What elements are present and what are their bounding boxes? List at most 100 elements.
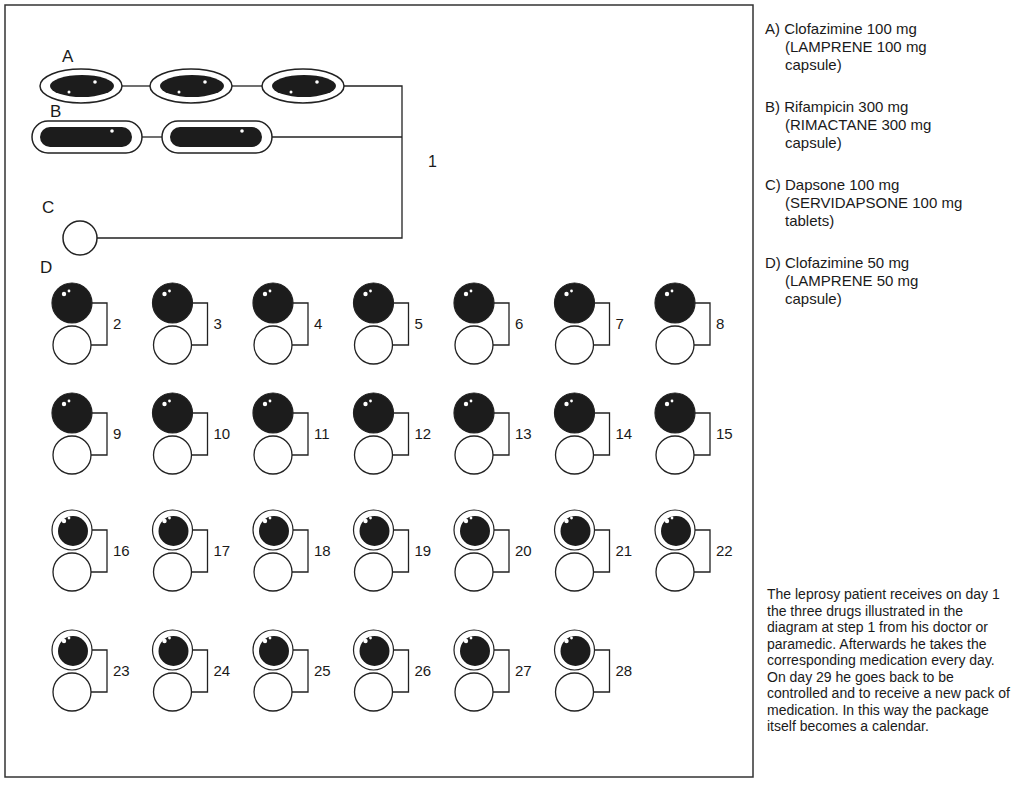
clofazimine-pill: [52, 283, 92, 323]
day-number: 23: [113, 662, 130, 679]
clofazimine-pill: [153, 630, 193, 670]
drug-legend: C) Dapsone 100 mg (SERVIDAPSONE 100 mg t…: [765, 176, 975, 230]
pill-highlight: [470, 637, 473, 640]
clofazimine-pill: [555, 510, 595, 550]
day-bracket: [292, 530, 308, 572]
pill-highlight: [363, 402, 367, 406]
dapsone-tablet: [556, 673, 594, 711]
day-number: 19: [415, 542, 432, 559]
day-bracket: [393, 530, 409, 572]
capsule-link: [232, 85, 262, 86]
capsule-link: [122, 85, 150, 86]
rifampicin-capsule: [32, 121, 142, 153]
day-number: 13: [515, 425, 532, 442]
part-letter: B: [50, 102, 61, 122]
pill-highlight: [570, 400, 573, 403]
part-letter: C: [42, 198, 54, 218]
pill-highlight: [363, 519, 367, 523]
capsule-highlight: [290, 91, 293, 94]
day-number: 7: [616, 315, 624, 332]
clofazimine-pill: [555, 283, 595, 323]
day-number: 20: [515, 542, 532, 559]
pill-highlight: [464, 639, 468, 643]
day-number: 10: [214, 425, 231, 442]
drug-legend: D) Clofazimine 50 mg (LAMPRENE 50 mg cap…: [765, 254, 975, 308]
pill-fill: [259, 636, 289, 666]
pill-highlight: [470, 290, 473, 293]
day-number: 17: [214, 542, 231, 559]
step-bracket: [97, 86, 402, 238]
dapsone-tablet: [254, 553, 292, 591]
clofazimine-pill: [655, 393, 695, 433]
day-bracket: [493, 413, 509, 455]
pill-group: [32, 69, 710, 711]
day-bracket: [594, 530, 610, 572]
day-bracket: [694, 530, 710, 572]
day-number: 5: [415, 315, 423, 332]
clofazimine-pill: [253, 630, 293, 670]
pill-highlight: [162, 519, 166, 523]
pill-highlight: [570, 290, 573, 293]
pill-highlight: [269, 290, 272, 293]
day-bracket: [292, 650, 308, 692]
rifampicin-capsule: [162, 121, 272, 153]
pill-highlight: [263, 292, 267, 296]
pill-highlight: [168, 517, 171, 520]
dapsone-tablet: [455, 436, 493, 474]
pill-highlight: [671, 517, 674, 520]
day-bracket: [493, 530, 509, 572]
day-number: 11: [314, 425, 330, 442]
capsule-highlight: [68, 91, 71, 94]
clofazimine-pill: [655, 283, 695, 323]
drug-legend: B) Rifampicin 300 mg (RIMACTANE 300 mg c…: [765, 98, 975, 152]
step-number: 1: [428, 153, 437, 171]
pill-highlight: [68, 637, 71, 640]
pill-highlight: [464, 519, 468, 523]
dapsone-tablet: [656, 436, 694, 474]
pill-highlight: [369, 517, 372, 520]
pill-highlight: [269, 400, 272, 403]
clofazimine-pill: [454, 283, 494, 323]
pill-highlight: [62, 519, 66, 523]
dapsone-tablet: [656, 326, 694, 364]
day-bracket: [91, 530, 107, 572]
dapsone-tablet: [656, 553, 694, 591]
dapsone-tablet: [53, 553, 91, 591]
dapsone-tablet: [154, 553, 192, 591]
dapsone-tablet: [355, 553, 393, 591]
clofazimine-pill: [454, 630, 494, 670]
day-number: 14: [616, 425, 633, 442]
day-number: 26: [415, 662, 432, 679]
day-number: 22: [716, 542, 733, 559]
pill-highlight: [470, 517, 473, 520]
dapsone-tablet: [154, 326, 192, 364]
dapsone-tablet: [53, 673, 91, 711]
pill-highlight: [564, 519, 568, 523]
pill-highlight: [68, 400, 71, 403]
dapsone-tablet: [254, 326, 292, 364]
pill-highlight: [263, 402, 267, 406]
pill-highlight: [162, 639, 166, 643]
pill-highlight: [665, 292, 669, 296]
day-bracket: [292, 413, 308, 455]
day-bracket: [91, 413, 107, 455]
capsule-fill: [272, 75, 336, 97]
clofazimine-pill: [454, 510, 494, 550]
clofazimine-pill: [52, 510, 92, 550]
day-number: 21: [616, 542, 633, 559]
pill-highlight: [62, 292, 66, 296]
capsule-fill: [160, 75, 224, 97]
day-number: 16: [113, 542, 130, 559]
capsule-fill: [40, 127, 132, 147]
day-bracket: [192, 650, 208, 692]
pill-highlight: [62, 402, 66, 406]
clofazimine-pill: [253, 283, 293, 323]
clofazimine-pill: [153, 393, 193, 433]
capsule-highlight: [178, 91, 181, 94]
clofazimine-pill: [354, 393, 394, 433]
day-bracket: [694, 413, 710, 455]
day-number: 28: [616, 662, 633, 679]
pill-fill: [360, 516, 390, 546]
caption-text: The leprosy patient receives on day 1 th…: [767, 586, 1015, 735]
day-number: 4: [314, 315, 322, 332]
